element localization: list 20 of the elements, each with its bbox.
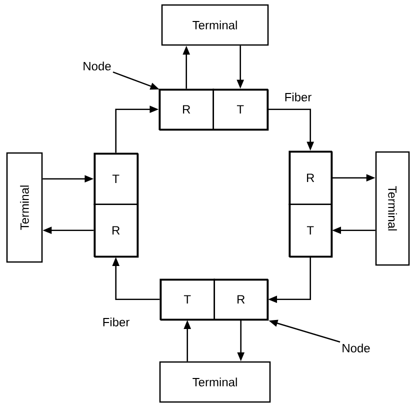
- node-box: [94, 153, 139, 258]
- receiver-cell: R: [288, 150, 332, 205]
- transmitter-cell: T: [160, 278, 215, 320]
- terminal-box: Terminal: [161, 4, 269, 46]
- transmitter-cell: T: [212, 88, 268, 130]
- transmitter-cell: T: [94, 152, 138, 205]
- receiver-cell: R: [214, 278, 268, 320]
- transmitter-cell: T: [288, 204, 332, 257]
- node-box: [160, 279, 269, 321]
- terminal-box: Terminal: [6, 152, 43, 263]
- terminal-box: Terminal: [159, 361, 271, 403]
- receiver-cell: R: [158, 88, 214, 130]
- node-label: Node: [342, 344, 370, 352]
- node-box: [289, 151, 333, 258]
- terminal-box: Terminal: [375, 151, 410, 266]
- fiber-label: Fiber: [285, 92, 312, 102]
- receiver-cell: R: [94, 204, 138, 257]
- node-box: [159, 89, 269, 131]
- node-label: Node: [84, 62, 111, 70]
- fiber-label: Fiber: [103, 318, 130, 326]
